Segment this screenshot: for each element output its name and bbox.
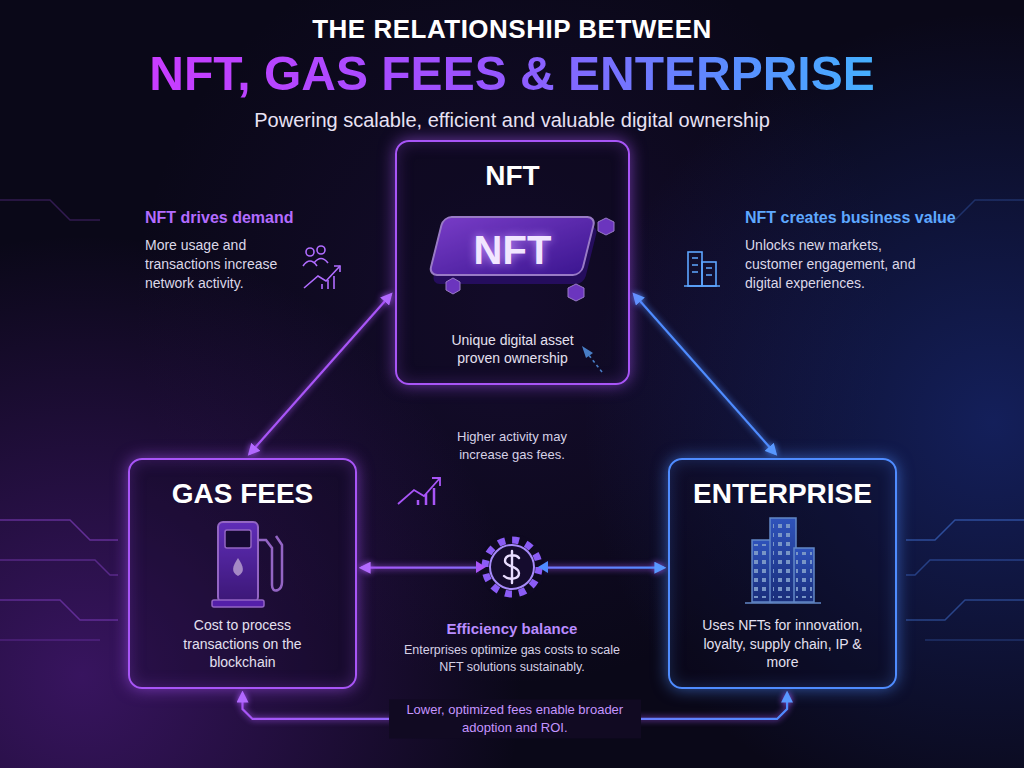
illustration-shape [0, 639, 100, 641]
illustration-shape [418, 488, 434, 505]
illustration-shape [485, 540, 539, 594]
illustration-shape [314, 259, 328, 264]
callout-text: More usage and transactions increase net… [145, 236, 295, 293]
illustration-shape [684, 258, 720, 286]
illustration-shape [0, 600, 118, 620]
icon-area [682, 512, 883, 616]
illustration-shape [906, 600, 1024, 620]
process-box: GAS FEES Cost to process transactions on … [128, 458, 357, 689]
box-heading: ENTERPRISE [693, 476, 872, 512]
box-heading: GAS FEES [172, 476, 314, 512]
process-box: NFT NFT Unique digital asset proven owners… [395, 140, 630, 385]
illustration-shape [334, 266, 340, 272]
illustration-shape [322, 276, 334, 289]
illustration-shape [0, 560, 118, 575]
connector-arrow [249, 294, 391, 454]
illustration-shape [906, 520, 1024, 540]
trend-icon [398, 478, 440, 505]
illustration-shape [688, 252, 702, 286]
illustration-shape [476, 561, 486, 573]
icon-area [142, 512, 343, 616]
box-text: Unique digital asset proven ownership [433, 331, 593, 367]
illustration-shape [925, 639, 1024, 641]
business-icon [684, 252, 720, 286]
connector-arrow [634, 294, 776, 454]
illustration-shape [306, 248, 314, 256]
illustration-shape [0, 200, 100, 220]
box-text: Cost to process transactions on the bloc… [168, 616, 318, 671]
box-heading: NFT [485, 158, 539, 194]
badge-text: NFT [474, 224, 552, 276]
connector-label: Lower, optimized fees enable broader ado… [389, 699, 641, 738]
illustration-shape [0, 520, 118, 540]
callout-heading: NFT creates business value [745, 207, 985, 229]
illustration-shape [906, 560, 1024, 575]
box-text: Uses NFTs for innovation, loyalty, suppl… [694, 616, 872, 671]
callout-heading: Efficiency balance [412, 619, 612, 639]
illustration-shape [490, 545, 534, 589]
growth-users-icon [303, 246, 340, 289]
illustration-shape [304, 266, 340, 288]
illustration-shape [702, 262, 716, 286]
process-box: ENTERPRISE Uses NFTs for innovation, loya… [668, 458, 897, 689]
title-highlight: NFT, GAS FEES & ENTERPRISE [149, 46, 874, 101]
illustration-shape [538, 561, 548, 573]
efficiency-gear-icon [476, 534, 548, 600]
note-text: Higher activity may increase gas fees. [452, 428, 572, 463]
title-text: THE RELATIONSHIP BETWEEN [312, 14, 712, 45]
illustration-shape [398, 478, 440, 504]
note-text: Enterprises optimize gas costs to scale … [402, 642, 622, 676]
illustration-shape [317, 246, 325, 254]
illustration-shape [504, 551, 519, 583]
subtitle-text: Powering scalable, efficient and valuabl… [254, 107, 770, 134]
illustration-shape [479, 534, 545, 600]
illustration-shape [432, 478, 440, 486]
callout-text: Unlocks new markets, customer engagement… [745, 236, 920, 293]
callout-heading: NFT drives demand [145, 207, 345, 229]
icon-area: NFT [409, 194, 616, 306]
